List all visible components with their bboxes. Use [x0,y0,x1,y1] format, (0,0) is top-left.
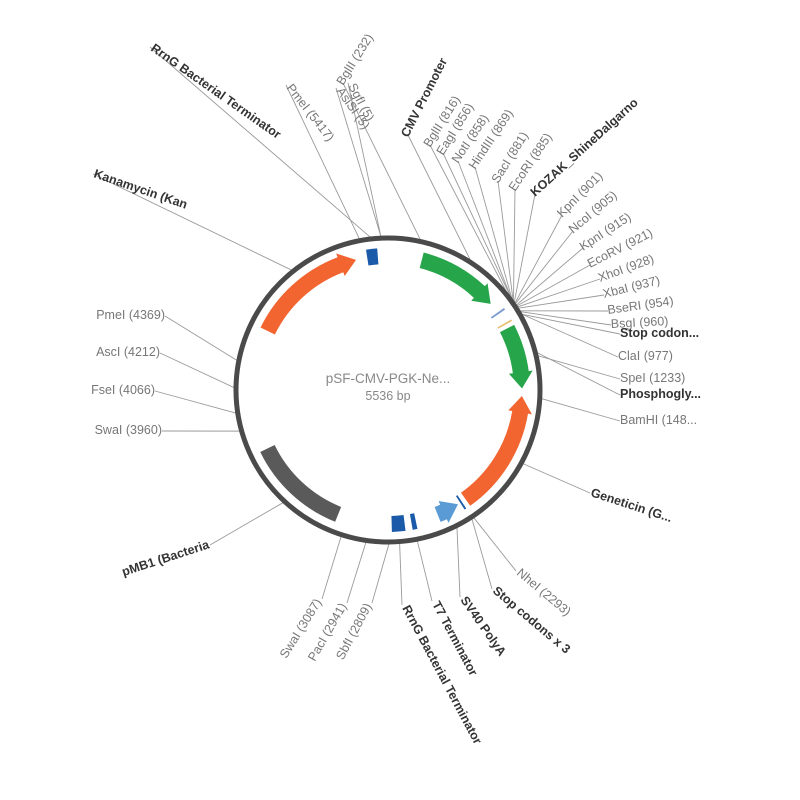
feature-kozak [490,308,506,319]
leader-feature-label-sv40 [456,527,461,598]
feature-pgk-promoter [499,324,533,389]
leader-feature-label-kanamycin [92,173,292,271]
feature-stop-codons-3 [455,495,467,510]
leader-site-label-26 [154,390,236,414]
leader-feature-label-kozak [513,193,536,303]
site-label-28: PmeI (4369) [96,308,165,322]
site-label-27: AscI (4212) [96,345,160,359]
feature-label-pgk-promoter: Phosphogly... [620,387,701,401]
feature-label-stop-codon: Stop codon... [620,326,699,340]
leader-site-label-17 [520,311,612,326]
leader-site-label-19 [538,355,621,380]
site-label-26: FseI (4066) [91,383,155,397]
leader-site-label-2 [347,82,382,237]
feature-rrng-bottom [391,515,406,532]
leader-site-label-4 [429,144,507,292]
feature-label-pmb1: pMB1 (Bacteria [120,537,212,579]
leader-site-label-5 [442,152,511,297]
feature-rrng-top [365,248,379,266]
feature-t7-term [409,513,418,530]
leader-feature-label-rrng-top [149,46,371,238]
leader-site-label-27 [159,352,235,388]
leader-feature-label-stop-codons-3 [471,518,493,590]
site-label-25: SwaI (3960) [95,423,162,437]
leader-feature-label-stop-codon [522,313,621,335]
leader-site-label-7 [474,166,513,299]
site-label-18: ClaI (977) [618,349,673,363]
leader-feature-label-t7-term [416,541,433,602]
leader-site-label-24 [321,536,342,600]
feature-label-rrng-top: RrnG Bacterial Terminator [148,41,283,142]
leader-site-label-12 [516,247,584,306]
plasmid-name: pSF-CMV-PGK-Ne... [326,371,451,386]
plasmid-backbone [233,235,543,545]
feature-label-geneticin: Geneticin (G... [589,486,674,526]
leader-site-label-0 [342,82,421,240]
feature-pmb1 [260,445,342,522]
site-label-0: BglII (232) [334,31,376,87]
feature-cmv-promoter [419,252,491,304]
leader-site-label-8 [497,180,514,301]
site-label-3: PmeI (5417) [284,81,337,144]
leader-site-label-14 [517,278,601,308]
leader-site-label-6 [457,160,512,298]
leader-site-label-1 [335,87,382,237]
leader-feature-label-geneticin [523,463,591,494]
feature-arcs [260,248,533,532]
feature-geneticin [460,396,532,506]
leader-site-label-9 [513,188,516,301]
leader-feature-label-rrng-bottom [399,543,403,606]
leader-site-label-22 [371,543,390,604]
feature-label-kanamycin: Kanamycin (Kan [92,167,189,212]
leader-site-label-11 [515,230,574,304]
feature-stop-codon [497,319,513,329]
leader-site-label-18 [521,313,619,358]
leader-lines [92,46,621,606]
leader-feature-label-cmv-promoter [407,134,471,260]
leader-site-label-10 [514,214,563,304]
plasmid-size: 5536 bp [365,389,410,403]
leader-site-label-28 [164,315,238,361]
site-label-19: SpeI (1233) [620,371,685,385]
leader-site-label-15 [518,294,605,309]
leader-site-label-20 [541,398,621,422]
site-label-17: BsgI (960) [610,314,668,331]
site-label-20: BamHI (148... [620,413,697,427]
feature-kanamycin [260,253,357,335]
leader-site-label-13 [516,264,591,307]
leader-site-label-3 [285,84,360,239]
leader-feature-label-pmb1 [209,502,284,546]
leader-site-label-23 [346,542,367,604]
feature-sv40 [434,501,458,523]
leader-site-label-21 [473,517,517,572]
